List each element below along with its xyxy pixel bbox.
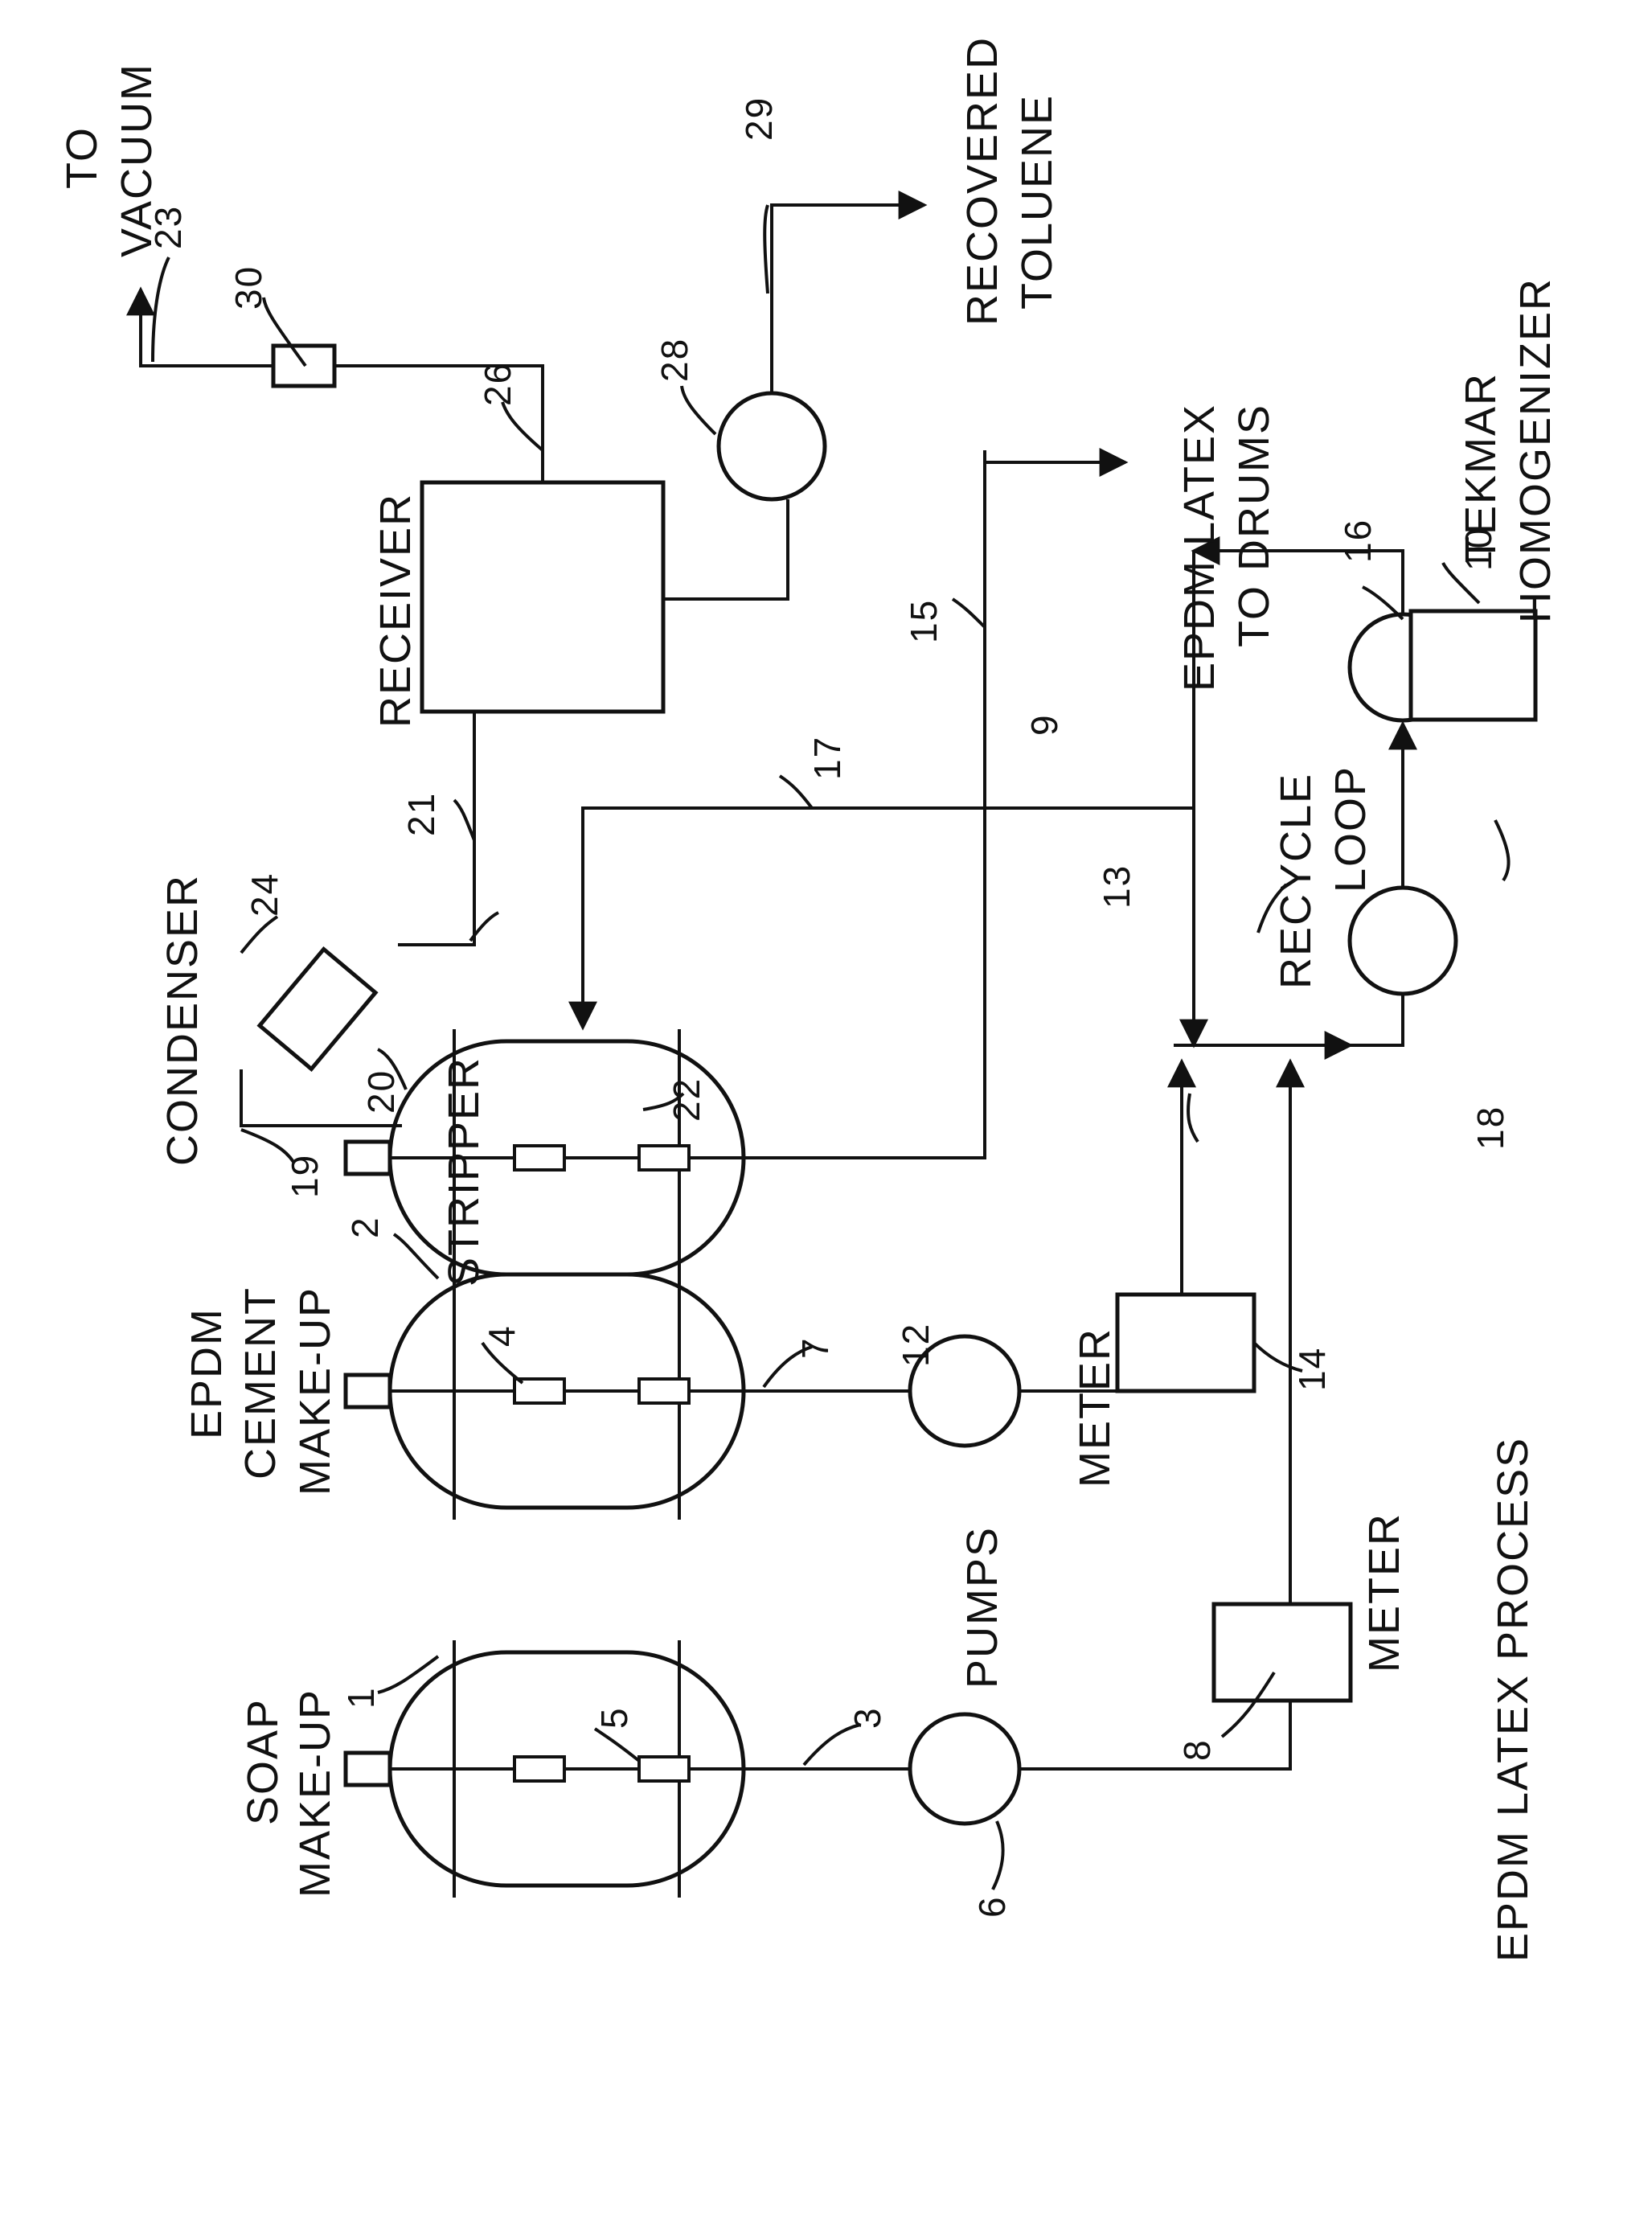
ref-17: 17 [806,736,848,780]
ref-13: 13 [1096,864,1138,909]
label-meter-8: METER [1360,1512,1408,1672]
meter-8 [1214,1604,1351,1701]
label-recycle-1: RECYCLE [1272,773,1320,989]
ref-4: 4 [481,1324,523,1347]
label-soap-makeup-2: MAKE-UP [291,1689,339,1898]
tekmar-homogenizer [1411,611,1535,720]
ref-28: 28 [654,338,695,382]
label-epdm-cement-3: MAKE-UP [291,1286,339,1496]
label-soap-makeup-1: SOAP [239,1698,287,1825]
ref-20: 20 [360,1069,402,1114]
label-epdm-latex-2: TO DRUMS [1230,404,1278,647]
label-recovered-toluene-2: TOLUENE [1013,94,1061,310]
meter-14 [1117,1295,1254,1391]
label-recycle-2: LOOP [1326,765,1375,893]
ref-15: 15 [903,599,945,643]
soap-pump [910,1714,1019,1824]
ref-9: 9 [1023,713,1065,736]
label-meter-14: METER [1071,1327,1119,1488]
ref-14: 14 [1291,1347,1333,1391]
label-epdm-latex-1: EPDM LATEX [1175,404,1224,691]
ref-30: 30 [228,265,269,310]
label-tekmar-2: HOMOGENIZER [1511,277,1560,623]
label-epdm-cement-2: CEMENT [236,1286,285,1479]
ref-8: 8 [1176,1738,1218,1761]
ref-26: 26 [477,362,519,406]
toluene-pump [719,393,825,499]
ref-3: 3 [846,1706,888,1729]
ref-6: 6 [971,1895,1013,1918]
label-condenser: CONDENSER [158,874,207,1166]
recycle-pump [1350,888,1456,994]
ref-18: 18 [1470,1106,1511,1150]
ref-1: 1 [340,1686,382,1709]
label-to-vacuum-1: TO [58,126,106,189]
ref-16: 16 [1337,519,1379,563]
ref-2: 2 [344,1216,386,1238]
diagram-title: EPDM LATEX PROCESS [1489,1437,1537,1962]
ref-12: 12 [895,1323,937,1367]
ref-7: 7 [794,1336,836,1359]
label-receiver: RECEIVER [371,493,420,728]
label-epdm-cement-1: EPDM [182,1307,231,1439]
ref-22: 22 [666,1077,707,1122]
epdm-cement-makeup-vessel [346,1262,744,1520]
ref-23: 23 [147,205,189,249]
ref-5: 5 [593,1706,635,1729]
ref-19: 19 [284,1154,326,1198]
ref-29: 29 [738,96,780,141]
ref-21: 21 [400,792,442,836]
receiver-tank [422,482,663,712]
label-pumps: PUMPS [958,1526,1006,1689]
ref-10: 10 [1457,527,1499,571]
ref-24: 24 [244,872,285,917]
label-stripper: STRIPPER [440,1057,488,1286]
stripper-vessel [346,1029,744,1286]
label-recovered-toluene-1: RECOVERED [958,36,1006,326]
condenser [260,950,375,1069]
